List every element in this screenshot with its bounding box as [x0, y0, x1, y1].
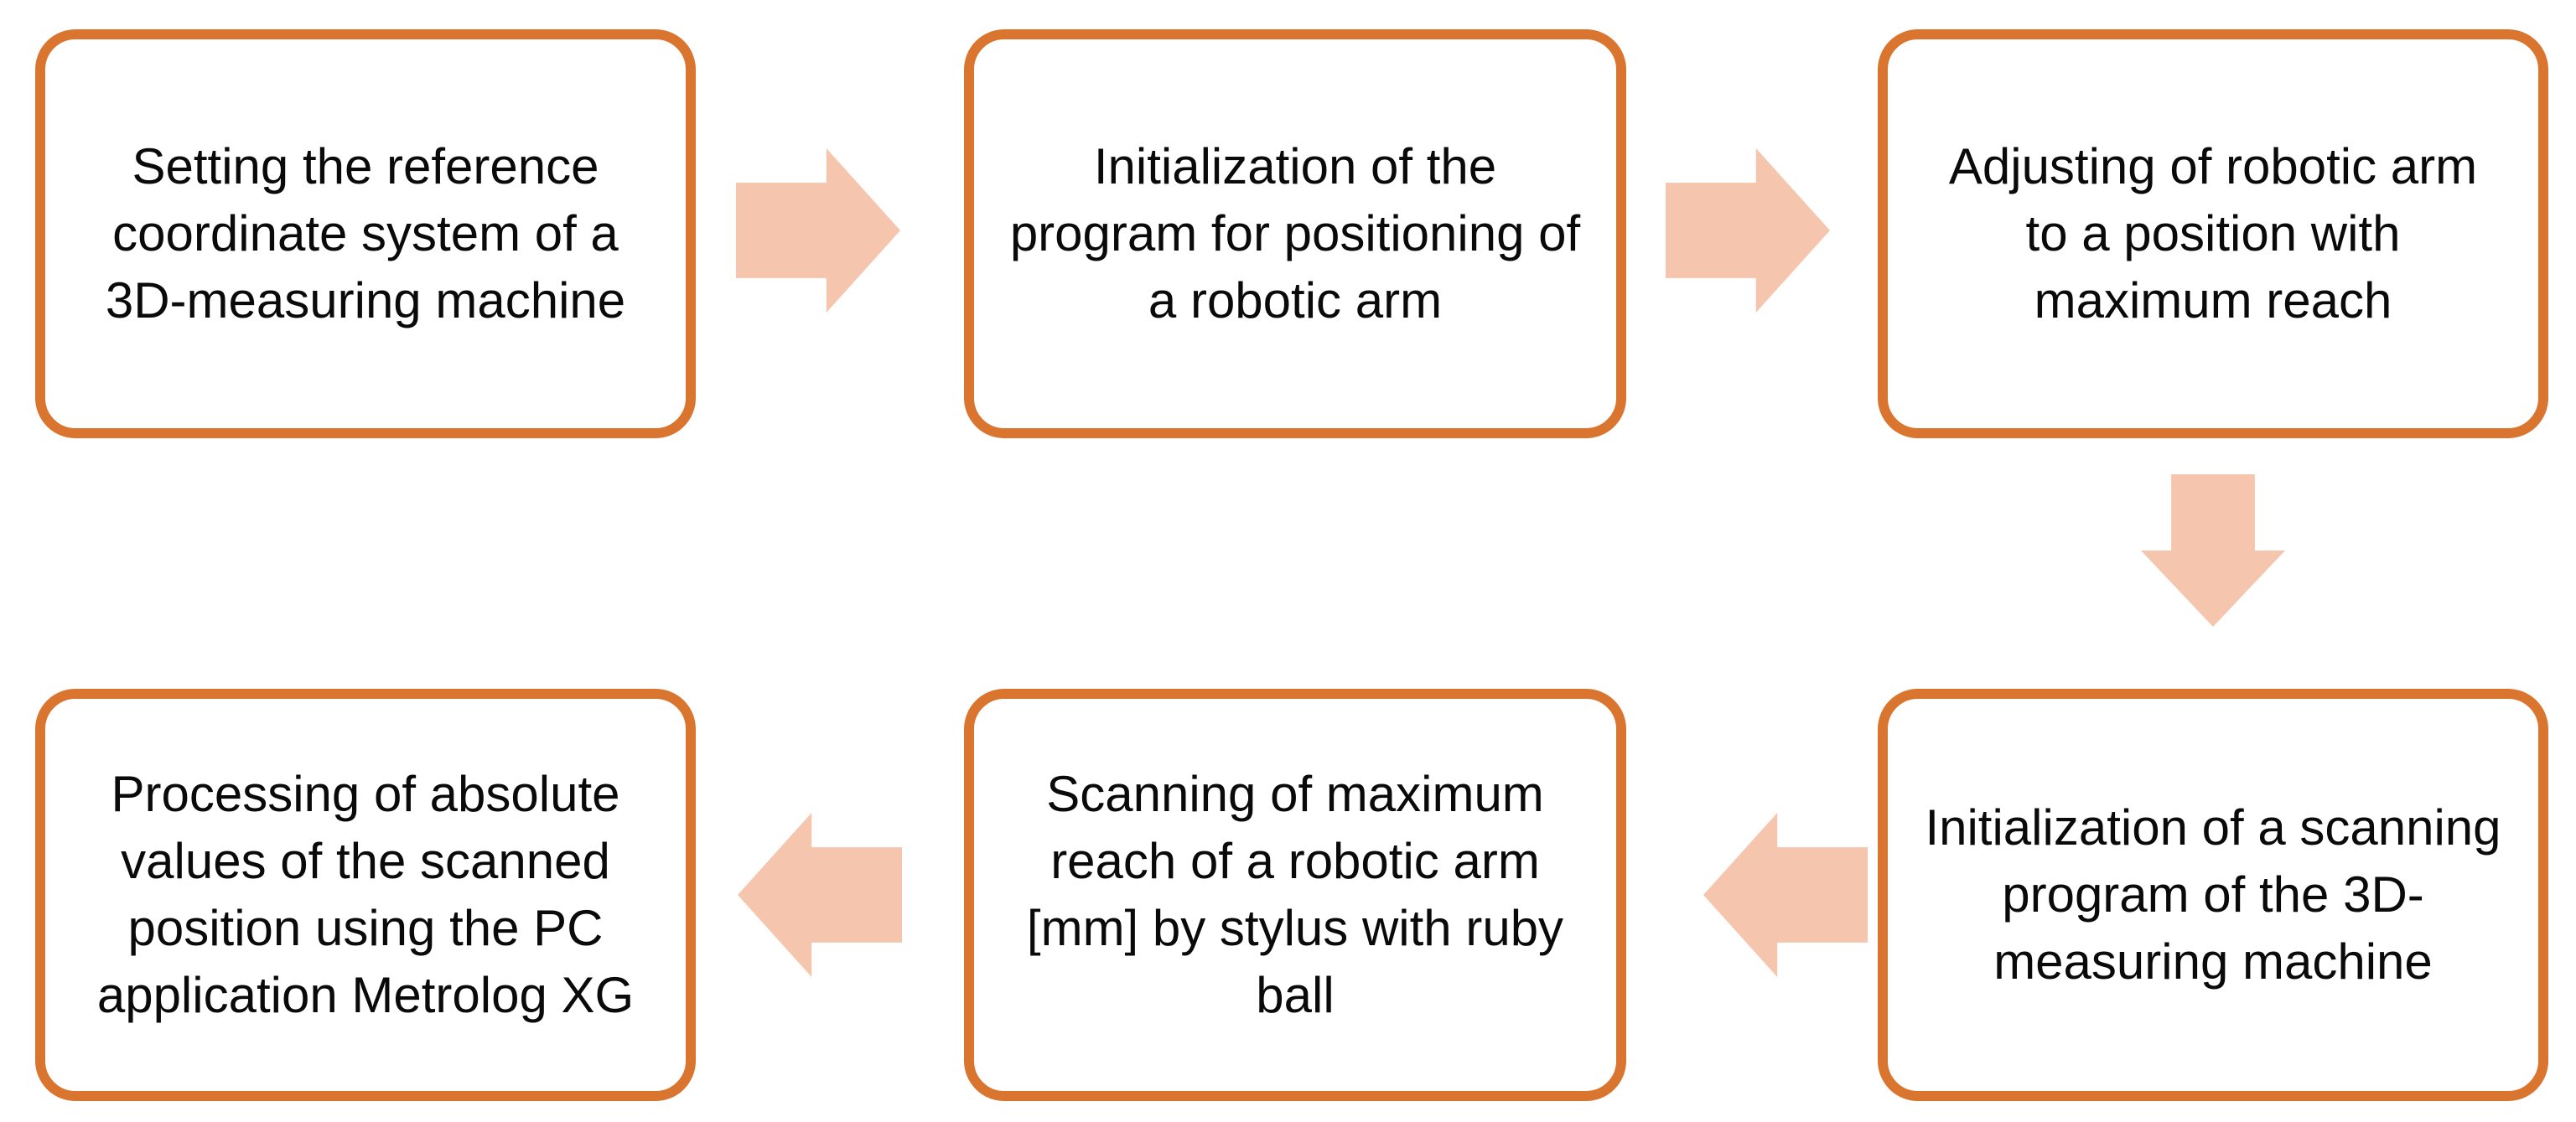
- step-box-1: Setting the reference coordinate system …: [35, 29, 696, 438]
- step-label-1: Setting the reference coordinate system …: [105, 138, 626, 328]
- arrow-4-5-left-icon: [1703, 813, 1868, 977]
- step-box-3: Adjusting of robotic arm to a position w…: [1878, 29, 2548, 438]
- arrow-2-3-right-icon: [1666, 148, 1830, 313]
- step-box-6: Processing of absolute values of the sca…: [35, 689, 696, 1101]
- arrow-1-2-right-icon: [736, 148, 900, 313]
- step-box-4: Initialization of a scanning program of …: [1878, 689, 2548, 1101]
- step-label-2: Initialization of the program for positi…: [1009, 138, 1581, 328]
- step-box-2: Initialization of the program for positi…: [964, 29, 1626, 438]
- step-box-5: Scanning of maximum reach of a robotic a…: [964, 689, 1626, 1101]
- step-label-3: Adjusting of robotic arm to a position w…: [1948, 138, 2478, 328]
- step-label-4: Initialization of a scanning program of …: [1925, 799, 2501, 990]
- arrow-5-6-left-icon: [738, 813, 902, 977]
- arrow-3-4-down-icon: [2141, 474, 2285, 627]
- step-label-5: Scanning of maximum reach of a robotic a…: [1026, 766, 1564, 1023]
- step-label-6: Processing of absolute values of the sca…: [96, 766, 635, 1023]
